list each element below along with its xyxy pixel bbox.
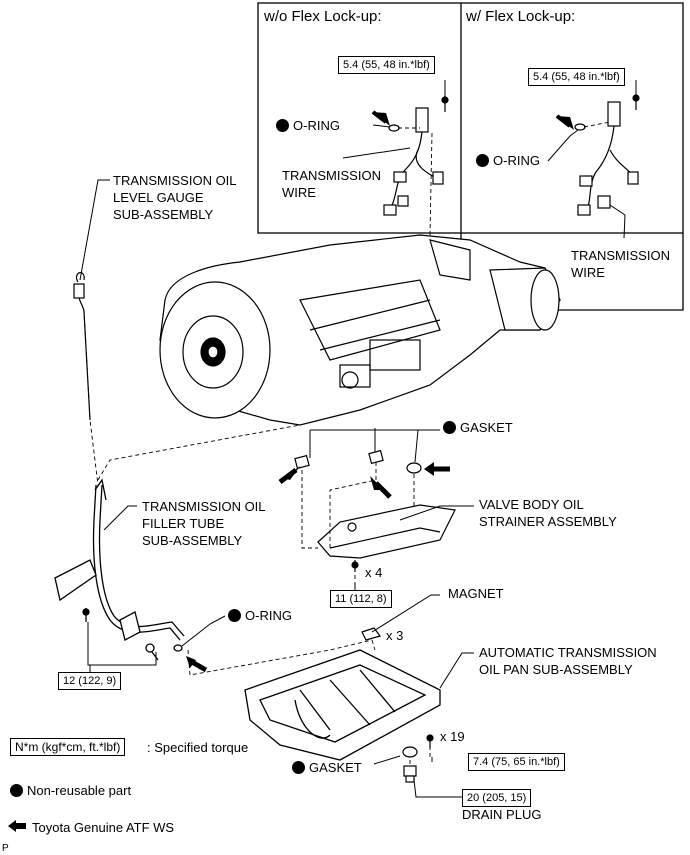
drain-plug-label: DRAIN PLUG bbox=[462, 807, 542, 822]
magnet-qty: x 3 bbox=[386, 628, 404, 643]
strainer-bolt-qty: x 4 bbox=[365, 565, 383, 580]
corner-mark: P bbox=[2, 843, 9, 854]
torque-strainer-bolt: 11 (112, 8) bbox=[330, 590, 392, 608]
panel-title-without-flex: w/o Flex Lock-up: bbox=[264, 8, 382, 25]
transmission-wire-right bbox=[574, 94, 640, 216]
strainer-gaskets bbox=[294, 449, 422, 474]
strainer-assembly bbox=[317, 504, 456, 572]
legend-nonreusable: Non-reusable part bbox=[10, 783, 131, 798]
strainer-gasket-label: GASKET bbox=[443, 420, 513, 435]
level-gauge bbox=[73, 272, 91, 421]
dashed-lines bbox=[83, 121, 611, 766]
nonreusable-dot-icon bbox=[228, 609, 241, 622]
leader-lines bbox=[79, 80, 637, 798]
drain-gasket-label: GASKET bbox=[292, 760, 362, 775]
oring-label-right: O-RING bbox=[476, 153, 540, 168]
oil-pan bbox=[244, 649, 441, 761]
magnet bbox=[361, 627, 382, 641]
oring-label-left: O-RING bbox=[276, 118, 340, 133]
transmission-wire-left bbox=[383, 96, 449, 216]
torque-wire-bolt-left: 5.4 (55, 48 in.*lbf) bbox=[338, 56, 435, 74]
nonreusable-dot-icon bbox=[292, 761, 305, 774]
filler-oring-label: O-RING bbox=[228, 608, 292, 623]
legend-atf: Toyota Genuine ATF WS bbox=[32, 820, 175, 835]
torque-pan-bolt: 7.4 (75, 65 in.*lbf) bbox=[468, 753, 565, 771]
nonreusable-dot-icon bbox=[443, 421, 456, 434]
atf-arrows bbox=[186, 110, 574, 673]
legend-torque-desc: : Specified torque bbox=[147, 740, 249, 755]
oring-text: O-RING bbox=[293, 118, 340, 133]
nonreusable-dot-icon bbox=[10, 784, 23, 797]
magnet-label: MAGNET bbox=[448, 586, 504, 601]
pan-bolt-qty: x 19 bbox=[440, 729, 465, 744]
legend-arrow-icon bbox=[8, 820, 26, 832]
filler-tube bbox=[54, 478, 185, 661]
transmission-body bbox=[159, 234, 561, 426]
oring-text: O-RING bbox=[493, 153, 540, 168]
panel-title-with-flex: w/ Flex Lock-up: bbox=[466, 8, 576, 25]
drain-plug-parts bbox=[402, 734, 434, 783]
torque-filler-bolt: 12 (122, 9) bbox=[58, 672, 122, 690]
nonreusable-dot-icon bbox=[276, 119, 289, 132]
torque-wire-bolt-right: 5.4 (55, 48 in.*lbf) bbox=[528, 68, 625, 86]
legend-torque-box: N*m (kgf*cm, ft.*lbf) bbox=[10, 738, 126, 756]
torque-drain-plug: 20 (205, 15) bbox=[462, 789, 532, 807]
nonreusable-dot-icon bbox=[476, 154, 489, 167]
